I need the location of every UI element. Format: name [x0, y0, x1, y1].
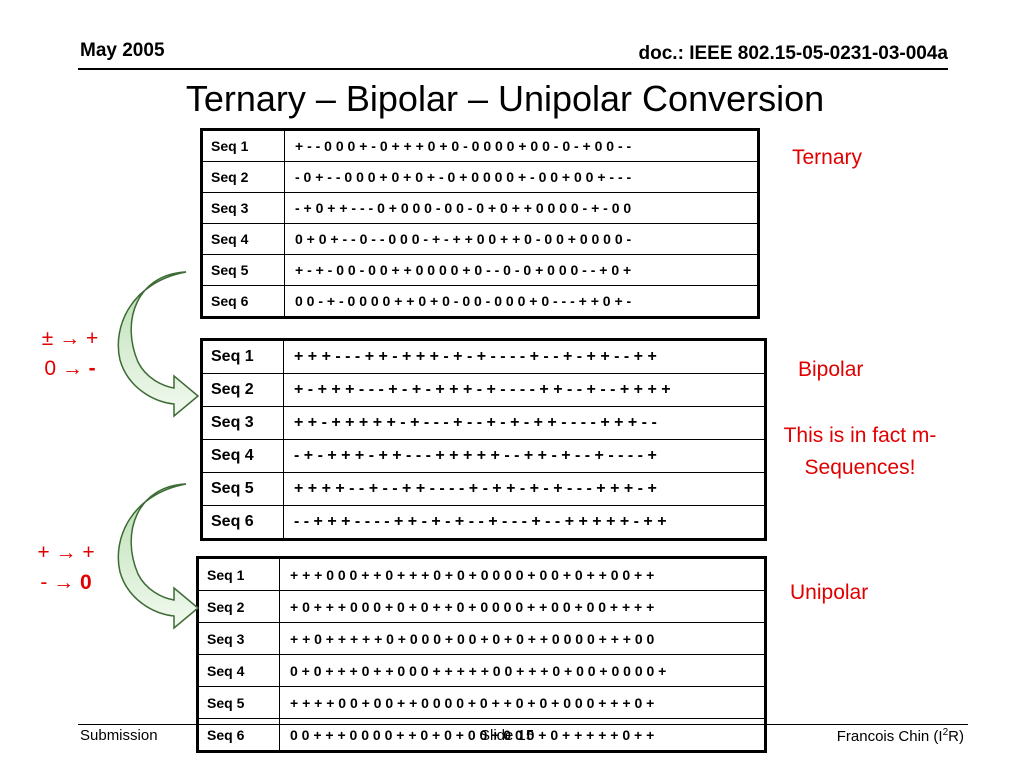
seq-value: + + + + 0 0 + 0 0 + + 0 0 0 0 + 0 + + 0 …	[279, 686, 766, 719]
rule-source: - →	[40, 571, 80, 594]
seq-value: 0 + 0 + + + 0 + + 0 0 0 + + + + + 0 0 + …	[279, 654, 766, 687]
seq-value: - 0 + - - 0 0 0 + 0 + 0 + - 0 + 0 0 0 0 …	[284, 161, 759, 193]
bipolar-table: Seq 1 + + + - - - + + - + + + - + - + - …	[200, 338, 767, 541]
rule-line: 0 → -	[28, 354, 112, 384]
seq-label: Seq 3	[201, 406, 284, 440]
seq-value: + + + + - - + - - + + - - - - + - + + - …	[283, 472, 766, 506]
table-row: Seq 2 + 0 + + + 0 0 0 + 0 + 0 + + 0 + 0 …	[197, 590, 766, 623]
table-row: Seq 6 0 0 + + + 0 0 0 0 + + 0 + 0 + 0 0 …	[197, 718, 766, 752]
seq-label: Seq 5	[201, 472, 284, 506]
table-row: Seq 1 + + + - - - + + - + + + - + - + - …	[201, 339, 766, 374]
seq-value: + + + - - - + + - + + + - + - + - - - - …	[283, 339, 766, 374]
footer-submission: Submission	[80, 727, 158, 744]
seq-label: Seq 4	[201, 439, 284, 473]
table-row: Seq 4 0 + 0 + - - 0 - - 0 0 0 - + - + + …	[201, 223, 759, 255]
slide-title: Ternary – Bipolar – Unipolar Conversion	[185, 78, 825, 119]
header-date: May 2005	[80, 40, 165, 61]
table-row: Seq 3 - + 0 + + - - - 0 + 0 0 0 - 0 0 - …	[201, 192, 759, 224]
footer-author: Francois Chin (I2R)	[837, 727, 964, 745]
table-row: Seq 4 - + - + + + - + + - - - + + + + + …	[201, 439, 766, 473]
seq-label: Seq 1	[201, 129, 285, 162]
seq-label: Seq 3	[201, 192, 285, 224]
curved-arrow-icon	[117, 483, 200, 630]
table-row: Seq 2 - 0 + - - 0 0 0 + 0 + 0 + - 0 + 0 …	[201, 161, 759, 193]
author-suffix: R)	[948, 728, 964, 745]
m-sequence-note: This is in fact m-Sequences!	[783, 424, 937, 479]
seq-value: + - + + + - - - + - + - + + + - + - - - …	[283, 373, 766, 407]
rule-line: ± → +	[41, 327, 99, 350]
seq-label: Seq 2	[201, 161, 285, 193]
footer-divider	[78, 724, 968, 725]
seq-label: Seq 4	[201, 223, 285, 255]
header-divider	[78, 68, 948, 70]
bipolar-to-unipolar-rule: + → + - → 0	[24, 538, 108, 598]
seq-value: 0 0 - + - 0 0 0 0 + + 0 + 0 - 0 0 - 0 0 …	[284, 285, 759, 318]
ternary-label: Ternary	[792, 146, 863, 169]
footer-slide-number: Slide 15	[480, 727, 535, 744]
table-row: Seq 2 + - + + + - - - + - + - + + + - + …	[201, 373, 766, 407]
unipolar-label: Unipolar	[790, 581, 869, 604]
table-row: Seq 6 0 0 - + - 0 0 0 0 + + 0 + 0 - 0 0 …	[201, 285, 759, 318]
seq-value: + + - + + + + + - + - - - + - - + - + - …	[283, 406, 766, 440]
seq-label: Seq 2	[201, 373, 284, 407]
seq-label: Seq 1	[201, 339, 284, 374]
seq-label: Seq 6	[201, 505, 284, 540]
seq-label: Seq 2	[197, 590, 280, 623]
rule-target: -	[88, 357, 96, 380]
seq-value: + 0 + + + 0 0 0 + 0 + 0 + + 0 + 0 0 0 0 …	[279, 590, 766, 623]
seq-value: - + 0 + + - - - 0 + 0 0 0 - 0 0 - 0 + 0 …	[284, 192, 759, 224]
seq-value: 0 0 + + + 0 0 0 0 + + 0 + 0 + 0 0 + 0 0 …	[279, 718, 766, 752]
author-superscript: 2	[942, 727, 949, 738]
table-row: Seq 5 + + + + - - + - - + + - - - - + - …	[201, 472, 766, 506]
seq-value: - + - + + + - + + - - - + + + + + - - + …	[283, 439, 766, 473]
table-row: Seq 6 - - + + + - - - - + + - + - + - - …	[201, 505, 766, 540]
seq-value: - - + + + - - - - + + - + - + - - + - - …	[283, 505, 766, 540]
rule-target: 0	[79, 571, 92, 594]
bipolar-label: Bipolar	[798, 358, 864, 381]
curved-arrow-icon	[117, 271, 200, 418]
seq-label: Seq 5	[197, 686, 280, 719]
seq-value: + - + - 0 0 - 0 0 + + 0 0 0 0 + 0 - - 0 …	[284, 254, 759, 286]
header-doc-id: doc.: IEEE 802.15-05-0231-03-004a	[638, 43, 948, 64]
table-row: Seq 5 + + + + 0 0 + 0 0 + + 0 0 0 0 + 0 …	[197, 686, 766, 719]
seq-value: + + + 0 0 0 + + 0 + + + 0 + 0 + 0 0 0 0 …	[279, 557, 766, 591]
seq-label: Seq 6	[201, 285, 285, 318]
table-row: Seq 4 0 + 0 + + + 0 + + 0 0 0 + + + + + …	[197, 654, 766, 687]
seq-value: 0 + 0 + - - 0 - - 0 0 0 - + - + + 0 0 + …	[284, 223, 759, 255]
table-row: Seq 3 + + 0 + + + + + 0 + 0 0 0 + 0 0 + …	[197, 622, 766, 655]
table-row: Seq 5 + - + - 0 0 - 0 0 + + 0 0 0 0 + 0 …	[201, 254, 759, 286]
seq-label: Seq 4	[197, 654, 280, 687]
table-row: Seq 3 + + - + + + + + - + - - - + - - + …	[201, 406, 766, 440]
seq-label: Seq 5	[201, 254, 285, 286]
table-row: Seq 1 + + + 0 0 0 + + 0 + + + 0 + 0 + 0 …	[197, 557, 766, 591]
rule-line: - → 0	[24, 568, 108, 598]
rule-source: 0 →	[44, 357, 89, 380]
ternary-table: Seq 1 + - - 0 0 0 + - 0 + + + 0 + 0 - 0 …	[200, 128, 760, 319]
author-name: Francois Chin (I	[836, 728, 943, 745]
seq-value: + + 0 + + + + + 0 + 0 0 0 + 0 0 + 0 + 0 …	[279, 622, 766, 655]
unipolar-table: Seq 1 + + + 0 0 0 + + 0 + + + 0 + 0 + 0 …	[196, 556, 767, 753]
table-row: Seq 1 + - - 0 0 0 + - 0 + + + 0 + 0 - 0 …	[201, 129, 759, 162]
seq-value: + - - 0 0 0 + - 0 + + + 0 + 0 - 0 0 0 0 …	[284, 129, 759, 162]
rule-line: + → +	[37, 541, 95, 564]
ternary-to-bipolar-rule: ± → + 0 → -	[28, 324, 112, 384]
